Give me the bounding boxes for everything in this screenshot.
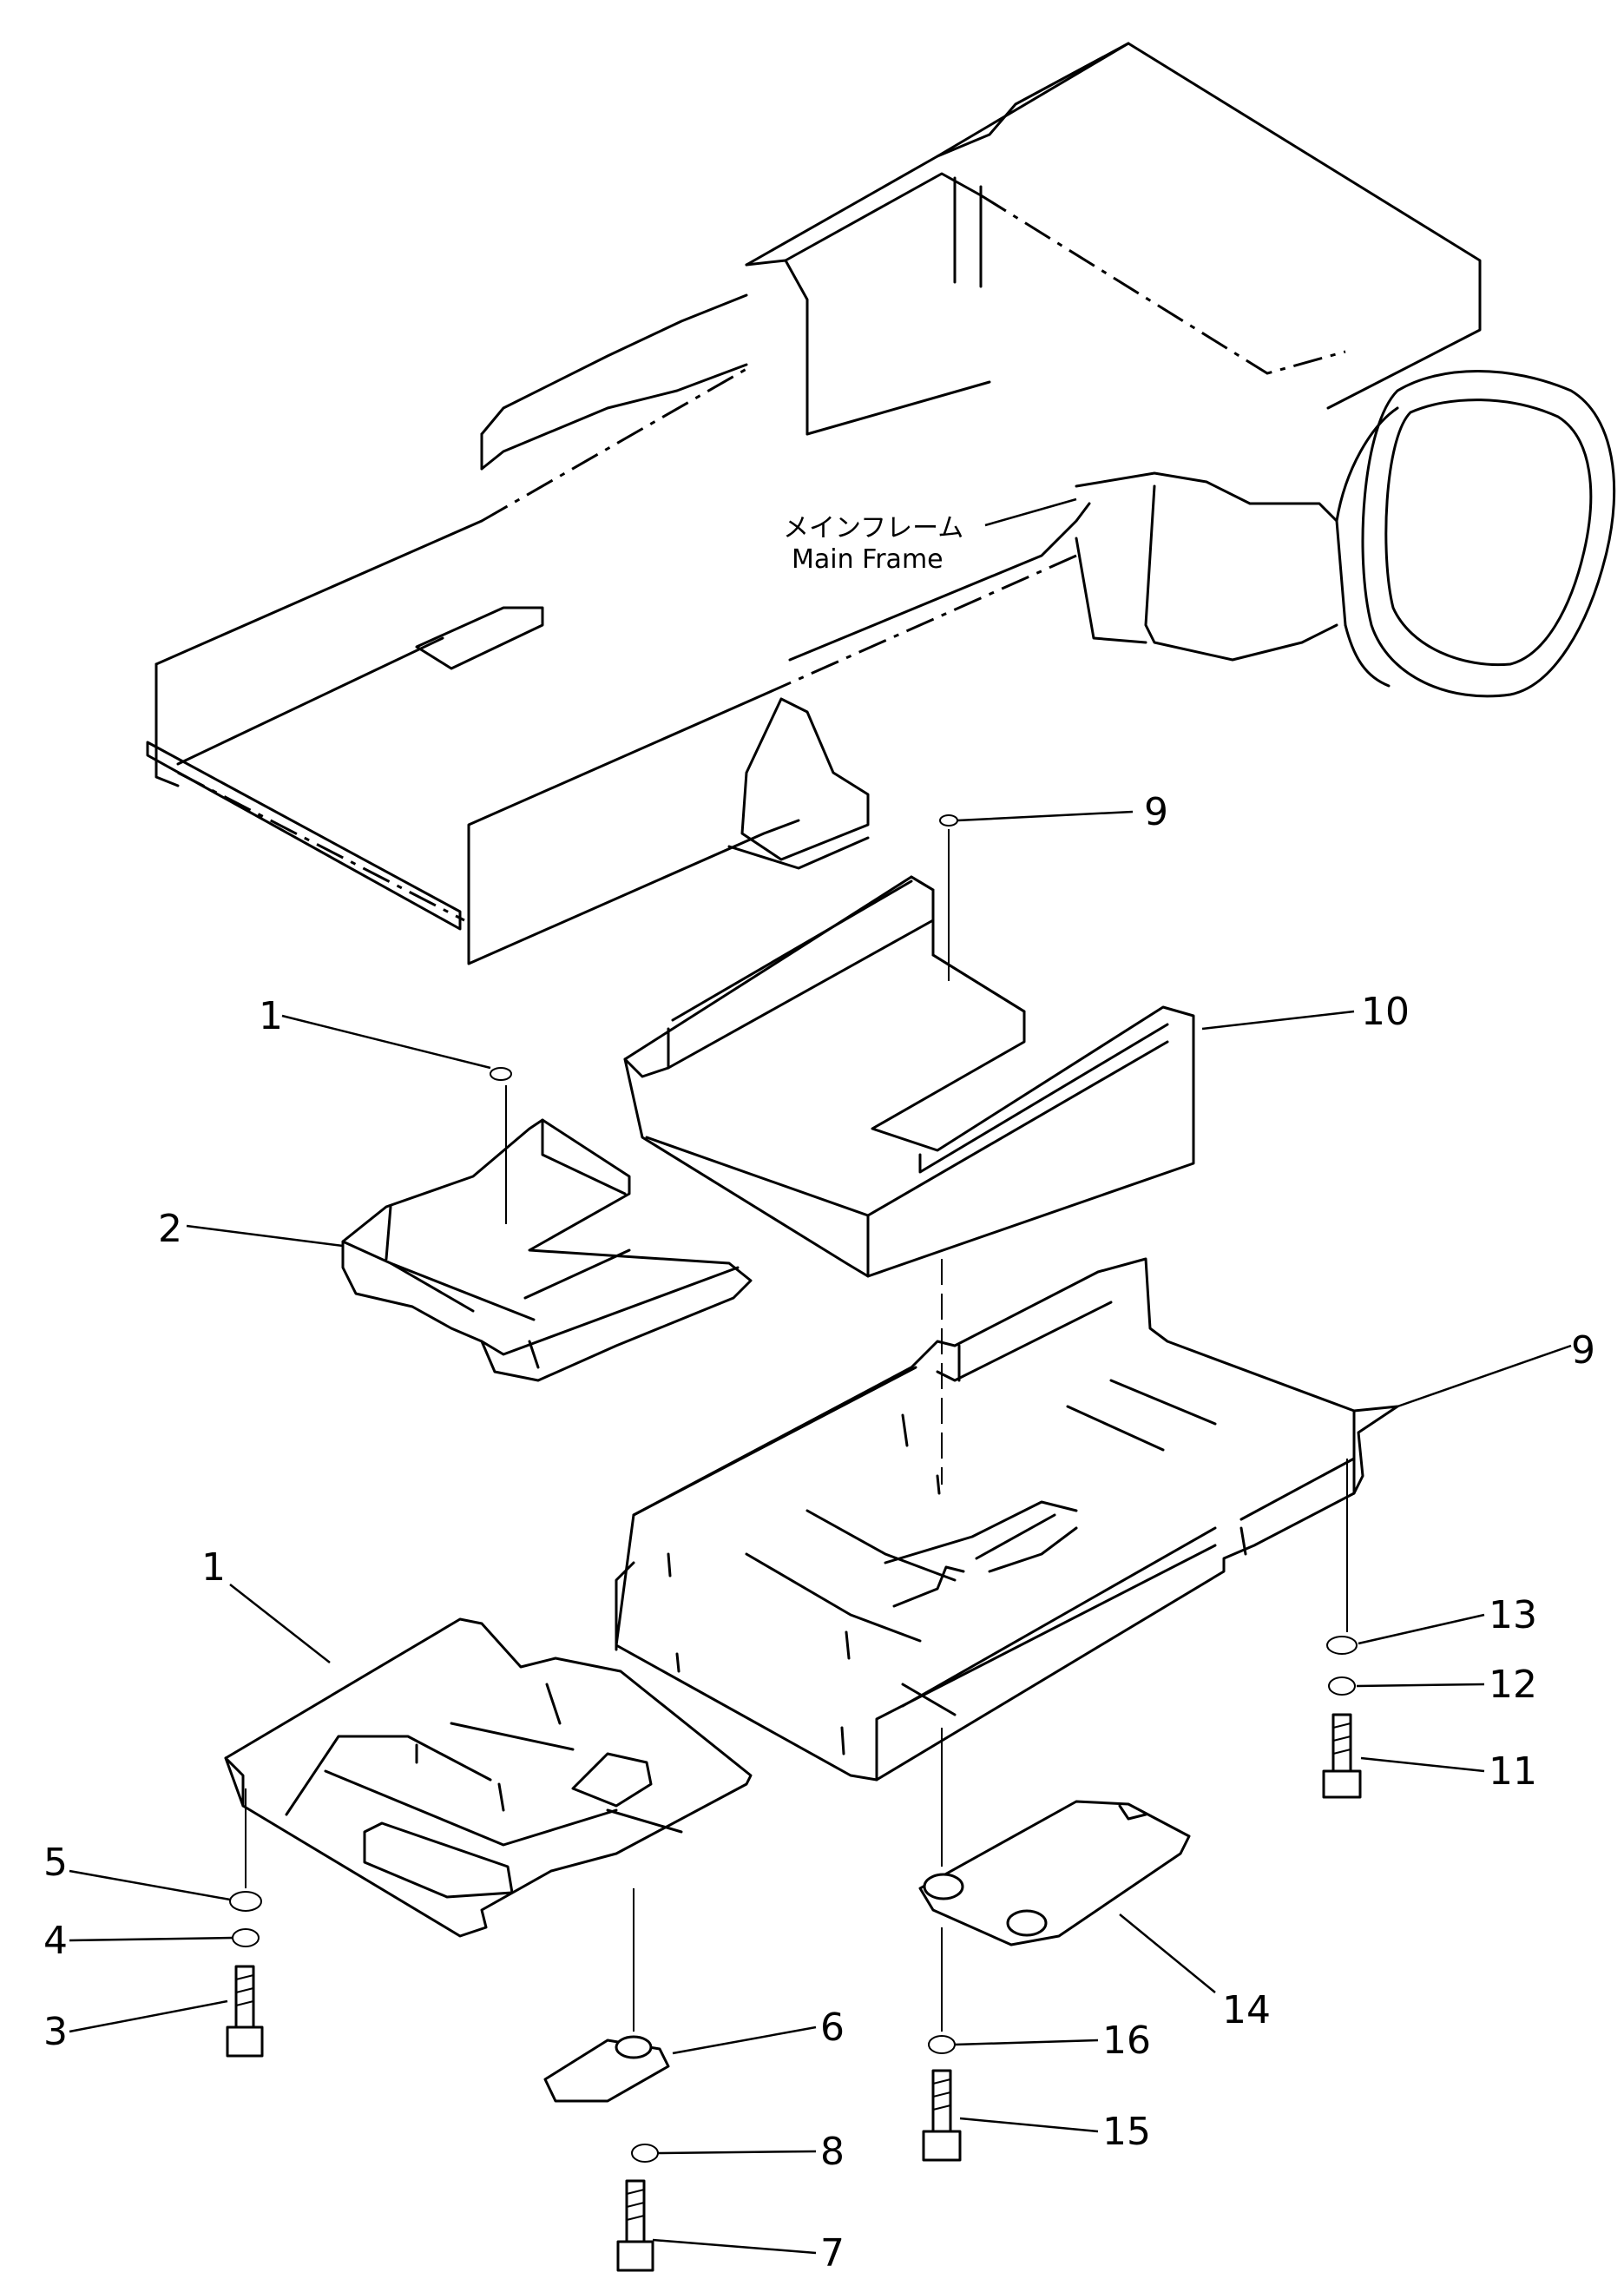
part-6-cover (543, 2035, 670, 2103)
bolt-7 (616, 2179, 654, 2272)
callout-11: 11 (1489, 1749, 1537, 1794)
callout-16: 16 (1102, 2019, 1151, 2063)
callout-1-upper: 1 (259, 994, 283, 1038)
callout-12: 12 (1489, 1663, 1537, 1707)
main-frame-label-japanese: メインフレーム (783, 513, 963, 543)
part-2-bracket (341, 1118, 753, 1382)
callouts: 9 1 10 2 9 1 13 12 11 5 4 3 6 14 16 15 8… (43, 790, 1595, 2276)
washer-9-top (939, 814, 958, 827)
spring-washer-16 (928, 2035, 956, 2054)
part-10-cover-tray (623, 875, 1195, 1278)
callout-6: 6 (820, 2006, 845, 2050)
callout-10: 10 (1361, 990, 1410, 1034)
bolt-11 (1322, 1713, 1362, 1799)
spring-washer-4 (232, 1928, 260, 1947)
washer-1-upper (490, 1067, 512, 1081)
callout-1-lower: 1 (201, 1545, 226, 1590)
fasteners (226, 814, 1362, 2272)
callout-2: 2 (158, 1207, 182, 1251)
leader-lines (69, 810, 1572, 2255)
spring-washer-12 (1328, 1676, 1356, 1696)
part-9-floor-plate (615, 1257, 1399, 1782)
main-frame-label-english: Main Frame (792, 544, 943, 575)
main-frame-label: メインフレーム Main Frame (783, 497, 1077, 575)
assembly-lines (245, 829, 1348, 2032)
callout-3: 3 (43, 2010, 68, 2054)
callout-4: 4 (43, 1919, 68, 1963)
washer-13 (1326, 1636, 1358, 1655)
callout-14: 14 (1222, 1988, 1271, 2032)
part-1-lower-bracket (224, 1617, 753, 1938)
callout-7: 7 (820, 2231, 845, 2276)
callout-5: 5 (43, 1841, 68, 1885)
part-14-cover-plate (918, 1800, 1191, 1946)
main-frame (146, 42, 1616, 965)
callout-15: 15 (1102, 2110, 1151, 2154)
washer-5 (229, 1891, 262, 1912)
bolt-15 (922, 2069, 962, 2162)
callout-8: 8 (820, 2130, 845, 2174)
callout-13: 13 (1489, 1593, 1537, 1637)
callout-9-top: 9 (1144, 790, 1168, 834)
spring-washer-8 (631, 2144, 659, 2163)
callout-9-right: 9 (1571, 1328, 1595, 1373)
bolt-3 (226, 1965, 264, 2058)
